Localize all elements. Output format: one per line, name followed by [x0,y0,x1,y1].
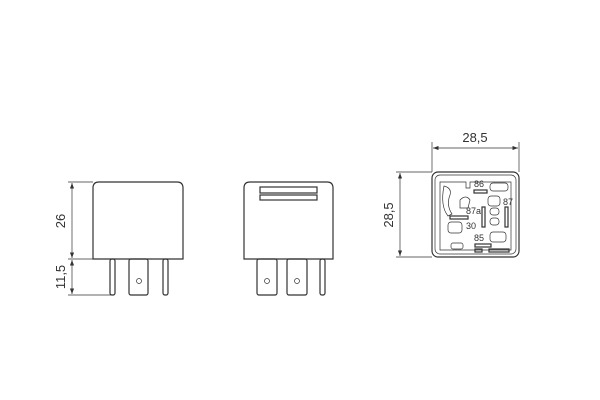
bottom-view: 28,5 28,5 86 87 87a 30 85 [381,130,520,258]
side-view-left: 26 11,5 [53,181,184,296]
wide-pin [286,258,308,296]
relay-body [243,181,334,260]
wide-pin [256,258,278,296]
housing-outline [431,171,520,258]
pin-hole [136,278,142,284]
pin-hole [264,278,270,284]
pin-label-87: 87 [503,197,513,207]
pin-label-30: 30 [466,221,476,231]
narrow-pin [109,258,116,296]
pin-label-85: 85 [474,233,484,243]
narrow-pin [162,258,169,296]
side-view-right [243,181,334,296]
pin-label-86: 86 [474,179,484,189]
dimension-pin-length: 11,5 [53,265,68,289]
relay-body [92,181,184,260]
dimension-body-height: 26 [53,214,68,228]
pin-label-87a: 87a [466,206,481,216]
slot-lower [259,194,318,201]
slot-upper [259,186,318,194]
wide-pin [128,258,149,296]
pin-hole [294,278,300,284]
dimension-depth: 28,5 [381,202,396,227]
dimension-width: 28,5 [462,130,487,145]
narrow-pin [319,258,326,296]
